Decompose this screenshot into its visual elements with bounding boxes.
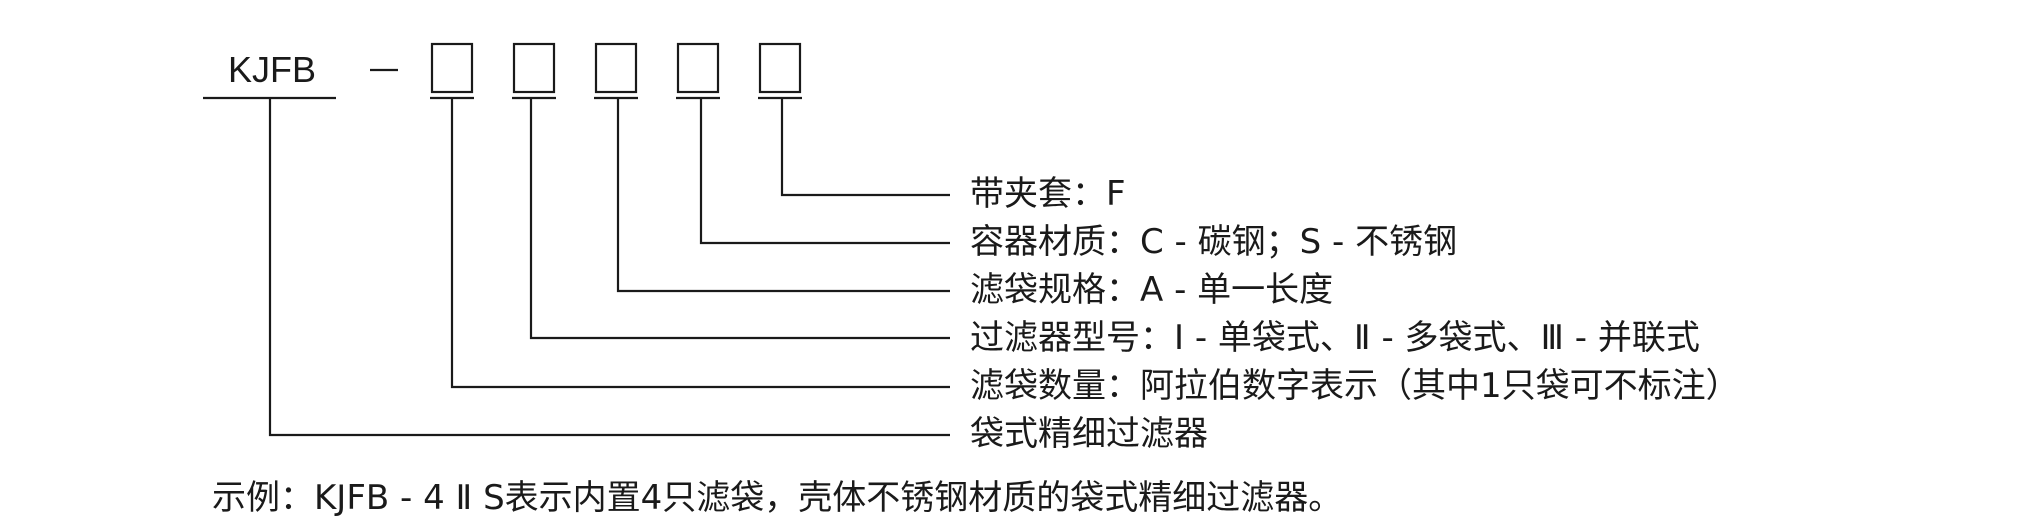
code-box-4	[676, 42, 720, 94]
leader-product	[268, 98, 950, 437]
model-prefix: KJFB	[228, 49, 317, 90]
code-box-5	[758, 42, 802, 94]
legend-jacket: 带夹套：F	[970, 174, 1126, 214]
leader-jacket	[780, 98, 950, 197]
leader-bag-count	[450, 98, 950, 389]
leader-material	[699, 98, 950, 245]
example-text: 示例：KJFB - 4 Ⅱ S表示内置4只滤袋，壳体不锈钢材质的袋式精细过滤器。	[212, 478, 1343, 518]
leader-bag-spec	[616, 98, 950, 293]
legend-product: 袋式精细过滤器	[970, 414, 1208, 454]
code-box-1	[430, 42, 474, 94]
legend-material: 容器材质：C - 碳钢；S - 不锈钢	[970, 222, 1458, 262]
leader-filter-type	[529, 98, 950, 340]
legend-filter-type: 过滤器型号：Ⅰ - 单袋式、Ⅱ - 多袋式、Ⅲ - 并联式	[970, 318, 1700, 358]
legend-bag-count: 滤袋数量：阿拉伯数字表示（其中1只袋可不标注）	[970, 366, 1740, 406]
code-box-2	[512, 42, 556, 94]
legend-bag-spec: 滤袋规格：A - 单一长度	[970, 270, 1334, 310]
code-box-3	[594, 42, 638, 94]
